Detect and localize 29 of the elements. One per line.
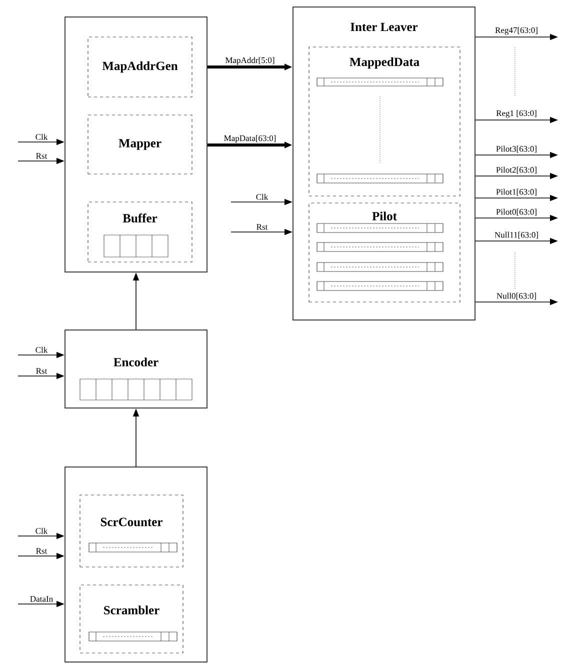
signal-label: Pilot1[63:0]: [496, 188, 536, 196]
signal-label: Reg1 [63:0]: [496, 110, 536, 118]
signal-label: Rst: [36, 153, 48, 159]
submodule-box: Mapper: [88, 114, 192, 174]
signal-label: Null11[63:0]: [494, 232, 538, 239]
signal-label: Pilot0[63:0]: [496, 208, 536, 216]
signal-label: MapData[63:0]: [224, 135, 276, 143]
signal-label: Pilot2[63:0]: [496, 166, 536, 174]
submodule-box: Buffer: [88, 202, 192, 262]
signal-label: MapAddr[5:0]: [225, 57, 274, 65]
signal-label: Rst: [36, 548, 48, 554]
signal-label: Rst: [36, 368, 48, 374]
signal-label: Clk: [36, 528, 48, 534]
submodule-box: ScrCounter: [80, 494, 184, 568]
submodule-box: Pilot: [308, 202, 460, 302]
signal-label: Pilot3[63:0]: [496, 146, 536, 153]
signal-label: Rst: [256, 224, 268, 230]
module-box: [64, 466, 208, 662]
module-box: [64, 16, 208, 272]
submodule-box: Scrambler: [80, 584, 184, 654]
module-box: Encoder: [64, 330, 208, 408]
signal-label: Null0[63:0]: [496, 292, 536, 300]
signal-label: Clk: [36, 134, 48, 140]
signal-label: Reg47[63:0]: [495, 27, 538, 35]
submodule-box: MappedData: [308, 46, 460, 196]
signal-label: Clk: [256, 194, 268, 200]
signal-label: DataIn: [30, 596, 53, 602]
submodule-box: MapAddrGen: [88, 36, 192, 98]
signal-label: Clk: [36, 346, 48, 353]
